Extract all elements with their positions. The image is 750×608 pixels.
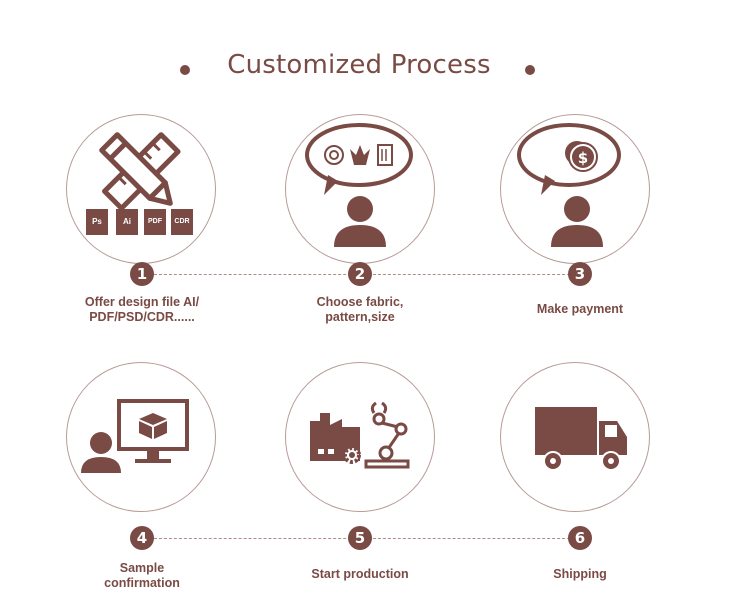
- design-tools-icon: [99, 132, 181, 211]
- file-tag-cdr: CDR: [171, 209, 193, 235]
- file-tag-pdf: PDF: [144, 209, 166, 235]
- step-1-circle: Ps Ai PDF CDR: [66, 114, 216, 264]
- step-number-5: 5: [348, 526, 372, 550]
- step-number-1: 1: [130, 262, 154, 286]
- svg-text:$: $: [578, 149, 588, 167]
- step-number-6: 6: [568, 526, 592, 550]
- step-4-circle: [66, 362, 216, 512]
- step-6-label: Shipping: [553, 567, 607, 581]
- step-2-label: Choose fabric,pattern,size: [316, 295, 404, 324]
- step-6-circle: [500, 362, 650, 512]
- file-tag-ai: Ai: [116, 209, 138, 235]
- step-5-circle: [285, 362, 435, 512]
- step-number-4: 4: [130, 526, 154, 550]
- step-number-2: 2: [348, 262, 372, 286]
- sample-monitor-icon: [81, 399, 189, 473]
- title-row: Customized Process: [0, 48, 750, 88]
- title-dot-right: [525, 65, 535, 75]
- page-title: Customized Process: [227, 50, 491, 80]
- fabric-choice-icon: [305, 123, 413, 247]
- step-2-circle: [285, 114, 435, 264]
- step-1-label: Offer design file AI/PDF/PSD/CDR......: [84, 295, 200, 324]
- truck-icon: [535, 407, 627, 471]
- title-dot-left: [180, 65, 190, 75]
- step-number-3: 3: [568, 262, 592, 286]
- step-3-circle: $: [500, 114, 650, 264]
- step-3-label: Make payment: [536, 302, 624, 316]
- step-5-label: Start production: [311, 567, 409, 581]
- factory-robot-icon: [310, 401, 410, 469]
- file-tag-ps: Ps: [86, 209, 108, 235]
- payment-icon: $: [517, 123, 621, 247]
